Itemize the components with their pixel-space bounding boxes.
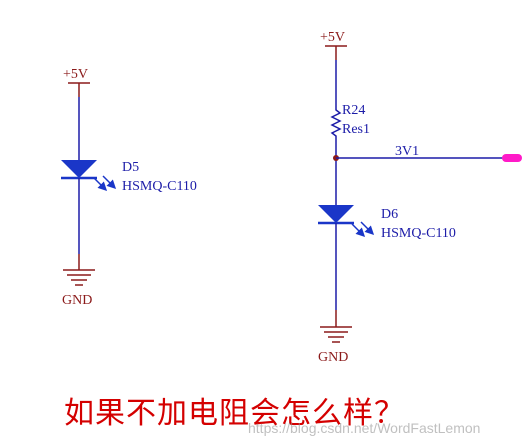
d5-ref-label: D5 — [122, 160, 139, 175]
d6-light-arrow-icon — [351, 223, 366, 238]
d5-diode-triangle — [61, 160, 97, 178]
net-port-marker-icon — [502, 154, 522, 162]
d5-part-label: HSMQ-C110 — [122, 179, 197, 194]
d5-light-arrow-icon — [93, 177, 108, 192]
right-ground-label: GND — [318, 350, 348, 365]
r24-resistor-symbol — [330, 106, 342, 140]
right-power-label: +5V — [320, 30, 345, 45]
d6-led-symbol — [318, 205, 375, 238]
watermark-url: https://blog.csdn.net/WordFastLemon — [248, 420, 481, 436]
d6-ref-label: D6 — [381, 207, 398, 222]
d6-diode-triangle — [318, 205, 354, 223]
r24-ref-label: R24 — [342, 103, 365, 118]
d5-light-arrow-icon — [102, 175, 117, 190]
d5-led-symbol — [61, 160, 117, 192]
net-3v1-label: 3V1 — [395, 144, 419, 159]
right-ground-icon — [320, 326, 352, 343]
left-ground-label: GND — [62, 293, 92, 308]
d6-light-arrow-icon — [360, 221, 375, 236]
d6-part-label: HSMQ-C110 — [381, 226, 456, 241]
left-power-label: +5V — [63, 67, 88, 82]
question-caption: 如果不加电阻会怎么样？ — [64, 396, 405, 431]
left-circuit: +5V D5 HSMQ-C110 GND — [61, 67, 197, 308]
left-ground-icon — [63, 269, 95, 286]
right-circuit: +5V R24 Res1 3V1 D6 HSMQ-C110 GND — [318, 30, 522, 365]
r24-value-label: Res1 — [342, 122, 370, 137]
